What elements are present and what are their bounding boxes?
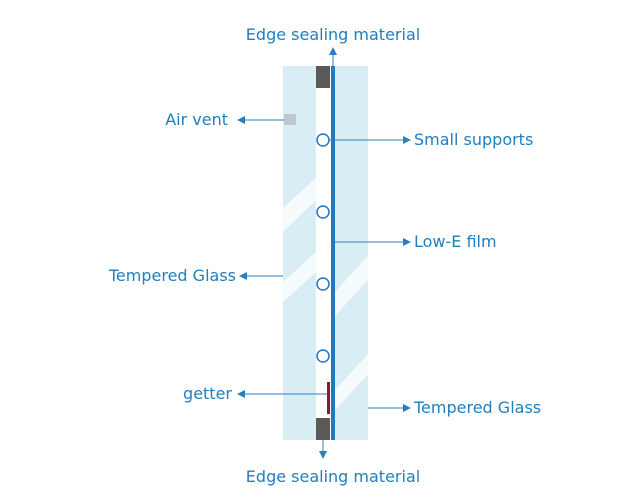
edge-seal-top	[316, 66, 330, 88]
label-getter: getter	[183, 384, 232, 403]
small-support	[316, 205, 330, 219]
glass-reflection-highlights	[283, 178, 368, 410]
label-air-vent: Air vent	[165, 110, 228, 129]
lowe-film	[331, 66, 335, 440]
getter	[327, 382, 330, 414]
vacuum-gap	[316, 66, 330, 440]
label-edge-top: Edge sealing material	[246, 25, 420, 44]
edge-seal-bottom	[316, 418, 330, 440]
label-lowe-film: Low-E film	[414, 232, 497, 251]
label-edge-bottom: Edge sealing material	[246, 467, 420, 486]
small-support	[316, 349, 330, 363]
small-support	[316, 133, 330, 147]
label-tempered-glass-left: Tempered Glass	[108, 266, 236, 285]
small-support	[316, 277, 330, 291]
leader-arrows	[237, 47, 411, 459]
label-tempered-glass-right: Tempered Glass	[413, 398, 541, 417]
label-small-supports: Small supports	[414, 130, 533, 149]
left-glass-pane	[283, 66, 316, 440]
air-vent	[284, 114, 296, 125]
